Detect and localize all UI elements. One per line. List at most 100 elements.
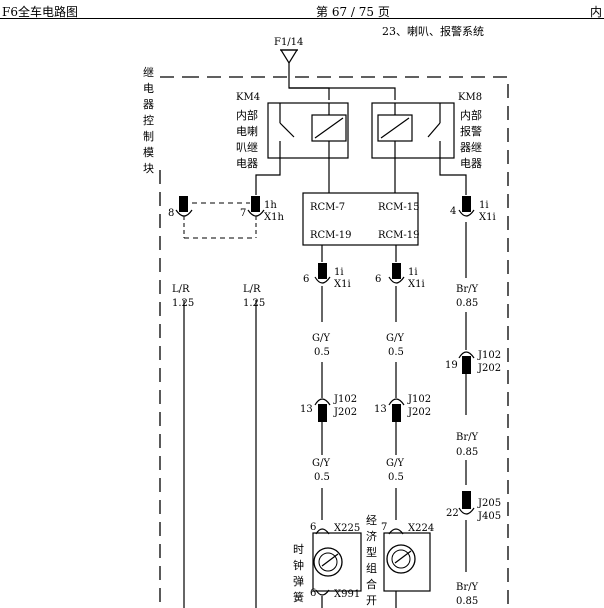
- km4-contact-wire: [255, 158, 281, 195]
- svg-text:13: 13: [374, 404, 387, 415]
- svg-text:4: 4: [450, 206, 456, 217]
- svg-text:器: 器: [143, 98, 154, 111]
- connector-6-right: 6 1i X1i: [375, 263, 425, 290]
- svg-text:J202: J202: [477, 363, 501, 374]
- wire3-color: G/Y: [312, 333, 330, 344]
- x991-pin: 6: [310, 588, 316, 599]
- svg-text:控: 控: [143, 113, 154, 127]
- x225-pin: 6: [310, 522, 316, 533]
- svg-text:经: 经: [366, 514, 377, 527]
- connector-22: 22 J205 J405: [446, 491, 501, 522]
- header-right-text: 内: [590, 5, 603, 19]
- svg-text:时: 时: [293, 543, 304, 556]
- svg-text:6: 6: [303, 274, 309, 285]
- connector-pin-4: 4 1i X1i: [450, 196, 496, 223]
- wire2-size: 1.25: [243, 298, 265, 309]
- rcm-top-left: RCM-7: [310, 202, 345, 213]
- km8-desc: 内部 报警 器继 电器: [460, 108, 482, 170]
- svg-text:开: 开: [366, 594, 377, 607]
- svg-text:济: 济: [366, 529, 377, 543]
- svg-text:22: 22: [446, 508, 459, 519]
- connector-19: 19 J102 J202: [445, 350, 501, 374]
- supply-wire-km4: [288, 63, 330, 100]
- km8-contact-wire: [439, 158, 467, 195]
- svg-text:X1i: X1i: [408, 279, 425, 290]
- rcm-box: [302, 192, 419, 246]
- wire4-size: 0.5: [388, 347, 404, 358]
- svg-text:组: 组: [366, 561, 377, 575]
- fuse-symbol: [279, 49, 299, 65]
- svg-text:X1i: X1i: [479, 212, 496, 223]
- svg-text:叭继: 叭继: [236, 141, 258, 154]
- svg-text:1h: 1h: [264, 200, 277, 211]
- svg-text:J102: J102: [477, 350, 501, 361]
- wire7-color: Br/Y: [456, 284, 478, 295]
- svg-text:J102: J102: [407, 394, 431, 405]
- km4-code: KM4: [236, 92, 260, 103]
- svg-text:J205: J205: [477, 498, 501, 509]
- svg-text:J102: J102: [333, 394, 357, 405]
- svg-text:内部: 内部: [460, 108, 482, 122]
- svg-text:13: 13: [300, 404, 313, 415]
- km8-code: KM8: [458, 92, 482, 103]
- svg-text:制: 制: [143, 130, 154, 143]
- wire8-size: 0.85: [456, 447, 478, 458]
- connector-6-left: 6 1i X1i: [303, 263, 351, 290]
- svg-text:钟: 钟: [293, 558, 304, 572]
- wire3-size: 0.5: [314, 347, 330, 358]
- rcm-top-right: RCM-15: [378, 202, 420, 213]
- km4-relay: [267, 102, 349, 159]
- module-boundary: [159, 76, 509, 608]
- wire9-size: 0.85: [456, 596, 478, 607]
- wire1-size: 1.25: [172, 298, 194, 309]
- svg-text:电: 电: [143, 82, 154, 95]
- km8-relay: [371, 102, 455, 159]
- svg-text:J202: J202: [407, 407, 431, 418]
- svg-text:J202: J202: [333, 407, 357, 418]
- svg-text:X1h: X1h: [264, 212, 284, 223]
- clock-spring-component: [312, 528, 362, 608]
- module-title: 继 电 器 控 制 模 块: [143, 66, 154, 175]
- wire4-color: G/Y: [386, 333, 404, 344]
- clock-spring-label: 时 钟 弹 簧: [293, 543, 304, 604]
- svg-text:电器: 电器: [460, 157, 482, 170]
- wire9-color: Br/Y: [456, 582, 478, 593]
- wire5-size: 0.5: [314, 472, 330, 483]
- svg-text:电喇: 电喇: [236, 124, 258, 138]
- header-page-number: 第 67 / 75 页: [316, 5, 390, 19]
- svg-text:簧: 簧: [293, 590, 304, 604]
- wire7-size: 0.85: [456, 298, 478, 309]
- km4-desc: 内部 电喇 叭继 电器: [236, 108, 258, 170]
- svg-text:电器: 电器: [236, 157, 258, 170]
- svg-text:内部: 内部: [236, 108, 258, 122]
- header-document-title: F6全车电路图: [2, 5, 78, 19]
- x991-code: X991: [334, 589, 360, 600]
- combination-switch-component: [383, 528, 431, 608]
- wire6-color: G/Y: [386, 458, 404, 469]
- supply-wire-km8: [289, 87, 396, 100]
- connector-13-right: 13 J102 J202: [374, 394, 431, 422]
- svg-text:J405: J405: [477, 511, 501, 522]
- x224-pin: 7: [381, 522, 387, 533]
- wire8-color: Br/Y: [456, 432, 478, 443]
- x224-code: X224: [408, 523, 434, 534]
- svg-text:块: 块: [143, 162, 154, 175]
- fuse-label: F1/14: [274, 37, 303, 48]
- connector-pin-7: 7 1h X1h: [240, 196, 284, 223]
- section-title: 23、喇叭、报警系统: [382, 24, 484, 38]
- svg-text:弹: 弹: [293, 574, 304, 588]
- svg-text:报警: 报警: [460, 124, 482, 138]
- svg-text:1i: 1i: [334, 267, 344, 278]
- svg-text:19: 19: [445, 360, 458, 371]
- svg-text:继: 继: [143, 66, 154, 79]
- svg-text:型: 型: [366, 545, 377, 559]
- svg-text:8: 8: [168, 208, 174, 219]
- wire1-color: L/R: [172, 284, 190, 295]
- wire5-color: G/Y: [312, 458, 330, 469]
- connector-13-left: 13 J102 J202: [300, 394, 357, 422]
- rcm-bottom-right: RCM-19: [378, 230, 420, 241]
- wire6-size: 0.5: [388, 472, 404, 483]
- svg-text:器继: 器继: [460, 141, 482, 154]
- svg-text:X1i: X1i: [334, 279, 351, 290]
